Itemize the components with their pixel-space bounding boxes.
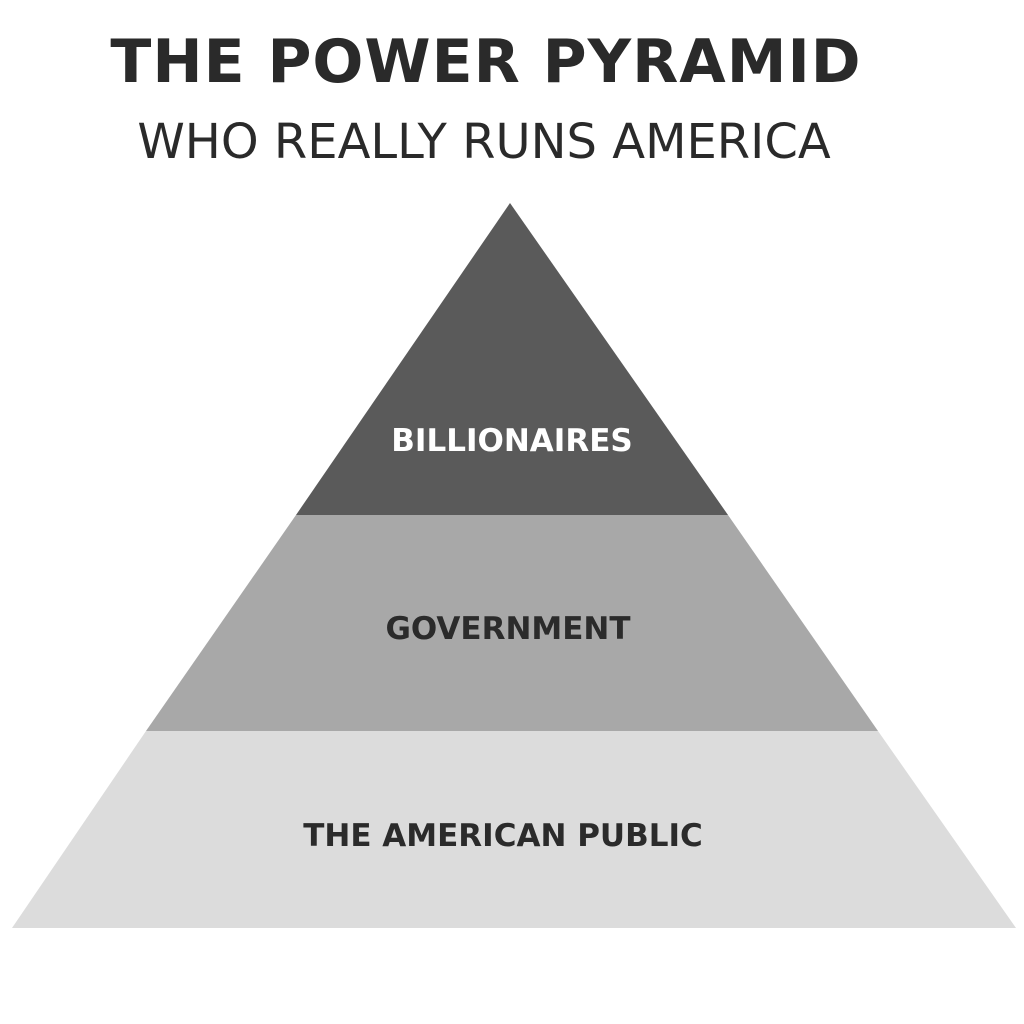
page-title: THE POWER PYRAMID xyxy=(110,27,862,97)
page-subtitle: WHO REALLY RUNS AMERICA xyxy=(137,114,831,170)
tier-label-government: GOVERNMENT xyxy=(385,611,630,647)
pyramid-tier-bottom xyxy=(12,731,1016,928)
pyramid-tier-middle xyxy=(146,515,878,731)
pyramid-tier-top xyxy=(296,203,728,515)
tier-label-american-public: THE AMERICAN PUBLIC xyxy=(303,818,703,854)
tier-label-billionaires: BILLIONAIRES xyxy=(391,423,632,459)
